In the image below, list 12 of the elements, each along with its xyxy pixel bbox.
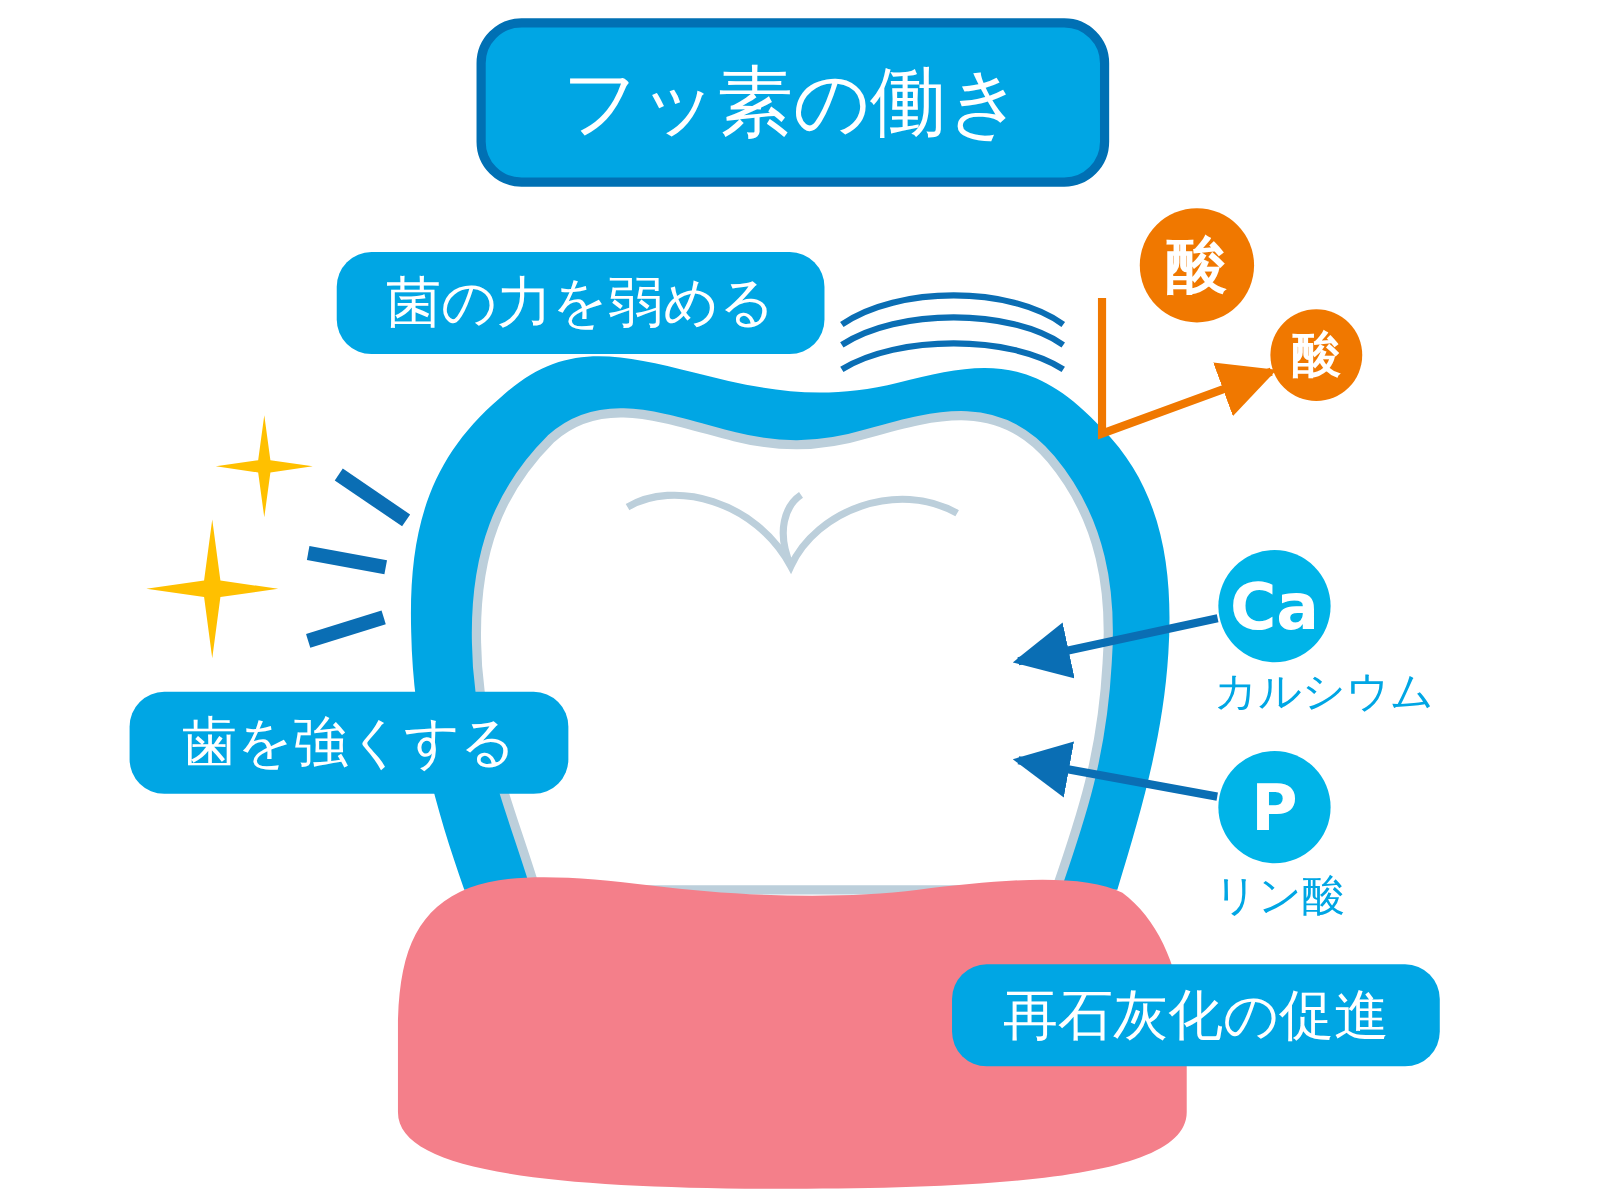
arrow — [1012, 741, 1218, 801]
element-label: リン酸 — [1214, 869, 1345, 923]
arrow — [1012, 614, 1219, 679]
ion-circle: Ca — [1218, 550, 1331, 663]
callout-label: 歯を強くする — [129, 691, 569, 794]
acid-circle: 酸 — [1139, 208, 1255, 323]
callout-label: 菌の力を弱める — [336, 252, 825, 355]
callout-label: 再石灰化の促進 — [952, 964, 1440, 1067]
acid-circle: 酸 — [1270, 309, 1363, 401]
ion-circle: P — [1218, 751, 1331, 864]
element-label: カルシウム — [1214, 665, 1434, 719]
title-banner: フッ素の働き — [476, 18, 1110, 187]
